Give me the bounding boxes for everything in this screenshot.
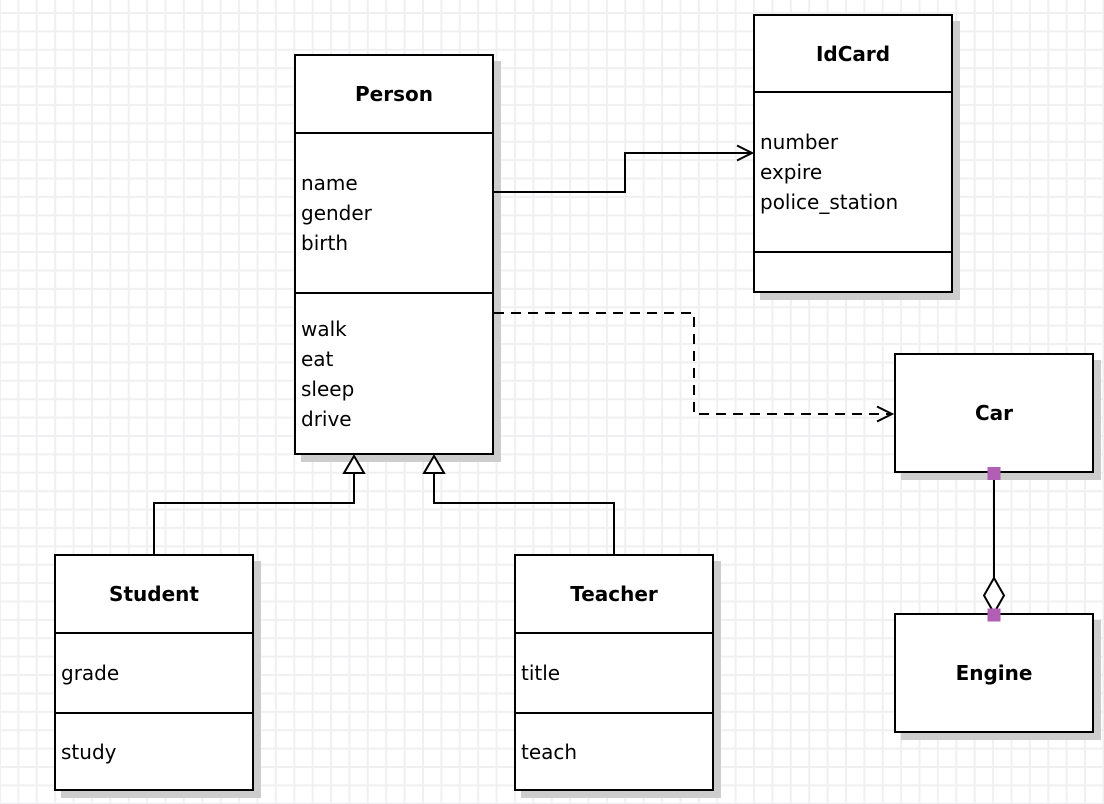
hollow-diamond-icon	[982, 575, 1006, 616]
attribute-label: birth	[301, 231, 348, 255]
class-title-teacher: Teacher	[516, 556, 712, 634]
idcard-methods-compartment	[755, 253, 951, 291]
class-node-engine[interactable]: Engine	[894, 613, 1094, 733]
teacher-attributes-compartment: title	[516, 634, 712, 714]
method-label: study	[61, 739, 117, 764]
method-label: walk	[301, 316, 347, 341]
class-node-person[interactable]: Person name gender birth walk eat sleep …	[294, 54, 494, 455]
attribute-label: number	[760, 130, 839, 154]
student-methods-compartment: study	[56, 714, 252, 789]
class-title-person: Person	[296, 56, 492, 134]
class-title-idcard: IdCard	[755, 16, 951, 93]
attribute-label: expire	[760, 160, 823, 184]
edge-person-idcard-association[interactable]	[494, 144, 755, 193]
hollow-triangle-icon	[342, 454, 366, 474]
person-attributes-compartment: name gender birth	[296, 134, 492, 294]
class-node-idcard[interactable]: IdCard number expire police_station	[753, 14, 953, 293]
attribute-label: name	[301, 171, 358, 195]
teacher-methods-compartment: teach	[516, 714, 712, 789]
class-node-student[interactable]: Student grade study	[54, 554, 254, 791]
class-title-car: Car	[974, 401, 1014, 425]
hollow-triangle-icon	[422, 454, 446, 474]
attribute-label: police_station	[760, 190, 899, 214]
edge-car-engine-aggregation[interactable]	[982, 467, 1006, 622]
attribute-label: gender	[301, 201, 372, 225]
class-node-teacher[interactable]: Teacher title teach	[514, 554, 714, 791]
method-label: sleep	[301, 376, 355, 401]
edge-teacher-person-generalization[interactable]	[422, 454, 615, 554]
method-label: eat	[301, 346, 334, 371]
class-title-engine: Engine	[955, 661, 1033, 685]
idcard-attributes-compartment: number expire police_station	[755, 93, 951, 253]
class-title-student: Student	[56, 556, 252, 634]
student-attributes-compartment: grade	[56, 634, 252, 714]
edge-student-person-generalization[interactable]	[153, 454, 366, 554]
method-label: teach	[521, 739, 578, 764]
edge-person-car-dependency[interactable]	[494, 312, 895, 423]
open-arrowhead-icon	[736, 144, 755, 162]
method-label: drive	[301, 406, 352, 431]
class-node-car[interactable]: Car	[894, 353, 1094, 473]
person-methods-compartment: walk eat sleep drive	[296, 294, 492, 453]
attribute-label: grade	[61, 661, 120, 685]
attribute-label: title	[521, 661, 561, 685]
open-arrowhead-icon	[876, 405, 895, 423]
